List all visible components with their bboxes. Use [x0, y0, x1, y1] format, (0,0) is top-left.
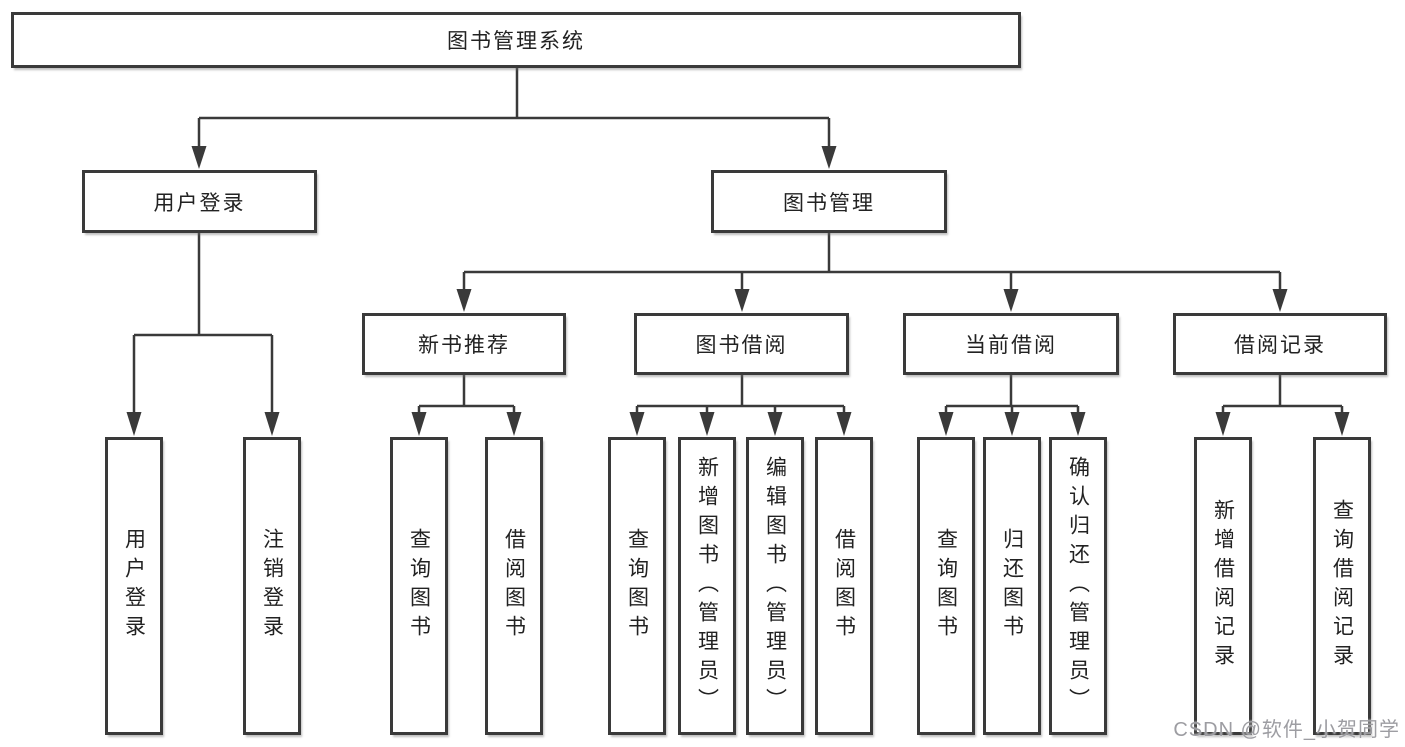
leaf-query-books-borrowing: 查询图书 [608, 437, 666, 735]
leaf-query-books-current: 查询图书 [917, 437, 975, 735]
node-label: 确认归还（管理员） [1066, 455, 1090, 717]
node-borrowing-records: 借阅记录 [1173, 313, 1387, 375]
leaf-borrow-books: 借阅图书 [815, 437, 873, 735]
watermark: CSDN @软件_小贺同学 [1173, 719, 1400, 741]
leaf-query-books-recommend: 查询图书 [390, 437, 448, 735]
node-label: 新增图书（管理员） [695, 455, 719, 717]
node-user-login: 用户登录 [82, 170, 317, 233]
node-label: 查询图书 [407, 528, 431, 644]
node-label: 编辑图书（管理员） [763, 455, 787, 717]
node-label: 查询借阅记录 [1330, 499, 1354, 673]
node-label: 新书推荐 [418, 334, 510, 357]
node-label: 查询图书 [625, 528, 649, 644]
node-label: 图书借阅 [695, 334, 788, 357]
node-label: 借阅图书 [502, 528, 526, 644]
node-book-borrowing: 图书借阅 [634, 313, 849, 375]
leaf-return-books: 归还图书 [983, 437, 1041, 735]
node-label: 借阅图书 [832, 528, 856, 644]
node-book-management: 图书管理 [711, 170, 947, 233]
node-label: 查询图书 [934, 528, 958, 644]
leaf-user-login: 用户登录 [105, 437, 163, 735]
leaf-confirm-return-admin: 确认归还（管理员） [1049, 437, 1107, 735]
node-new-book-recommend: 新书推荐 [362, 313, 566, 375]
node-label: 图书管理 [783, 191, 875, 215]
node-label: 用户登录 [122, 528, 146, 644]
node-label: 注销登录 [260, 528, 284, 644]
node-label: 新增借阅记录 [1211, 499, 1235, 673]
node-current-borrowing: 当前借阅 [903, 313, 1119, 375]
node-label: 用户登录 [153, 191, 246, 215]
node-label: 借阅记录 [1234, 334, 1326, 357]
leaf-borrow-books-recommend: 借阅图书 [485, 437, 543, 735]
node-label: 图书管理系统 [447, 30, 585, 53]
node-label: 当前借阅 [965, 334, 1057, 357]
leaf-query-borrow-record: 查询借阅记录 [1313, 437, 1371, 735]
leaf-logout: 注销登录 [243, 437, 301, 735]
leaf-edit-book-admin: 编辑图书（管理员） [746, 437, 804, 735]
leaf-add-book-admin: 新增图书（管理员） [678, 437, 736, 735]
node-label: 归还图书 [1000, 528, 1024, 644]
leaf-add-borrow-record: 新增借阅记录 [1194, 437, 1252, 735]
node-library-system: 图书管理系统 [11, 12, 1021, 68]
